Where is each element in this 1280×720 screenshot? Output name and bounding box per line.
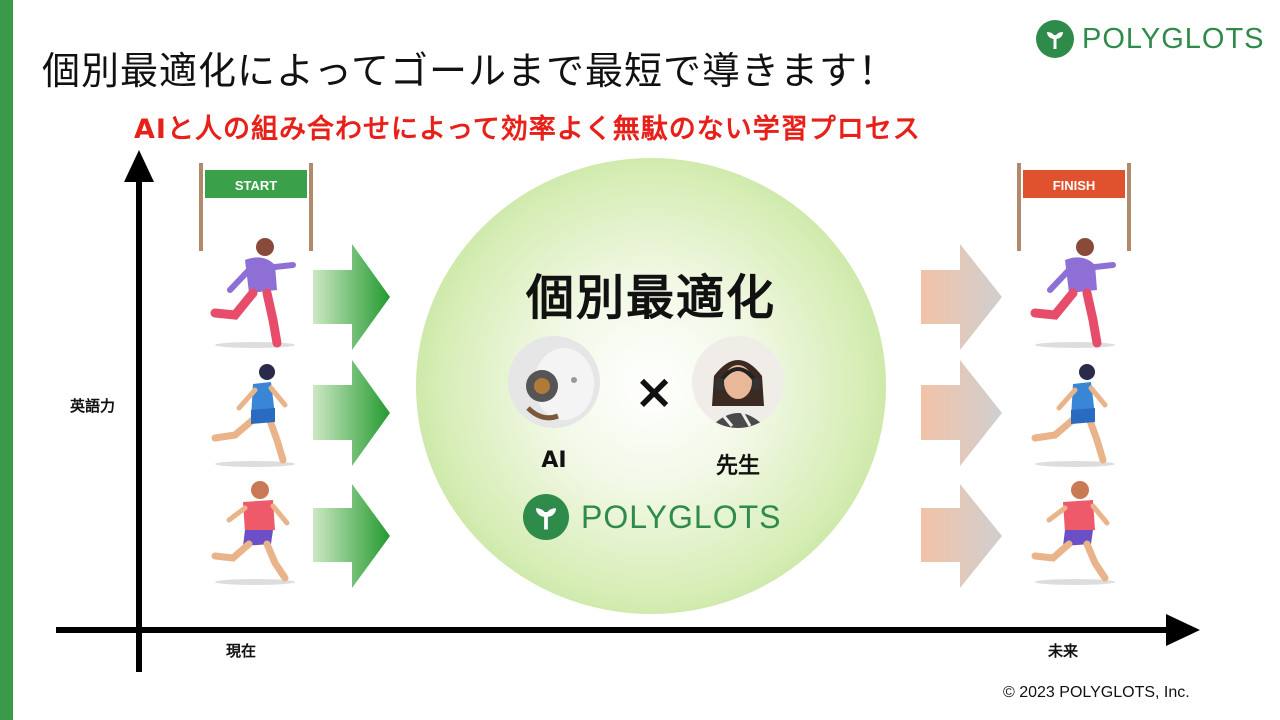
x-axis-end-label: 未来 xyxy=(1048,642,1079,660)
teacher-label: 先生 xyxy=(715,454,760,479)
personalization-circle: 個別最適化 × AI 先生 xyxy=(416,158,886,614)
start-banner-text: START xyxy=(234,177,278,193)
x-axis-arrowhead xyxy=(1166,614,1200,646)
peach-arrow-1 xyxy=(921,244,1002,350)
page-subtitle: AIと人の組み合わせによって効率よく無駄のない学習プロセス xyxy=(134,114,921,145)
peach-arrow-3 xyxy=(921,484,1002,588)
runner-left-1 xyxy=(210,238,296,348)
runner-right-2 xyxy=(1031,364,1115,467)
polyglots-leaf-icon xyxy=(1036,20,1074,58)
runner-left-2 xyxy=(211,364,295,467)
y-axis-label: 英語力 xyxy=(70,397,116,415)
finish-banner: FINISH xyxy=(1016,163,1132,251)
center-brand-logo: POLYGLOTS xyxy=(523,494,781,540)
green-arrow-1 xyxy=(313,244,390,350)
x-axis-start-label: 現在 xyxy=(226,642,257,660)
y-axis-arrowhead xyxy=(124,150,154,182)
start-banner: START xyxy=(198,163,314,251)
center-brand-name: POLYGLOTS xyxy=(581,498,782,535)
runner-right-3 xyxy=(1031,481,1115,585)
green-arrow-3 xyxy=(313,484,390,588)
page-title: 個別最適化によってゴールまで最短で導きます！ xyxy=(42,49,897,93)
multiply-operator: × xyxy=(634,364,675,420)
ai-label: AI xyxy=(541,448,567,473)
copyright: © 2023 POLYGLOTS, Inc. xyxy=(1003,684,1190,701)
brand-name: POLYGLOTS xyxy=(1082,22,1265,55)
finish-banner-text: FINISH xyxy=(1052,177,1096,193)
polyglots-leaf-icon xyxy=(523,494,569,540)
left-accent-bar xyxy=(0,0,13,720)
peach-arrow-2 xyxy=(921,360,1002,466)
ai-robot-image xyxy=(508,336,600,428)
runner-right-1 xyxy=(1030,238,1116,348)
teacher-image xyxy=(692,336,784,428)
runner-left-3 xyxy=(211,481,295,585)
green-arrow-2 xyxy=(313,360,390,466)
circle-title: 個別最適化 xyxy=(525,270,776,326)
brand-logo: POLYGLOTS xyxy=(1036,20,1265,58)
